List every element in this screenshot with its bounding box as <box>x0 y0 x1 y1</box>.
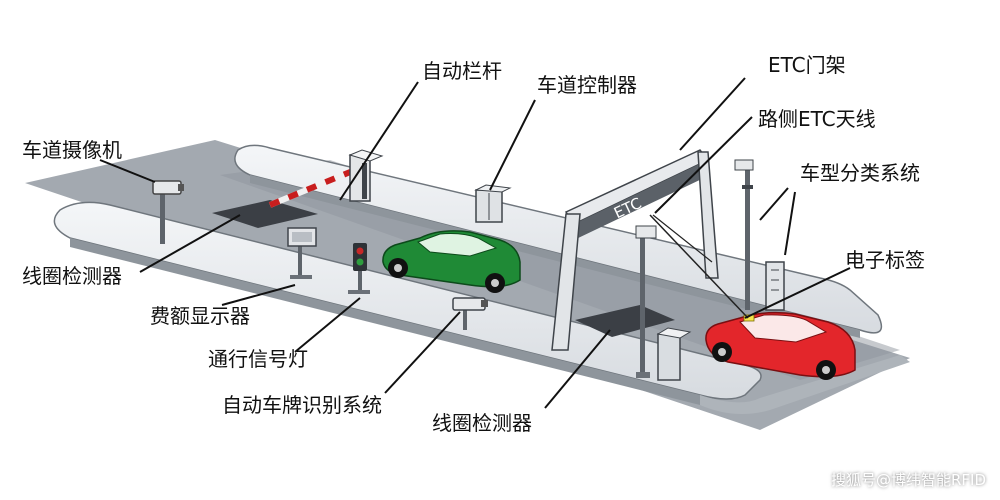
label-etc-gantry: ETC门架 <box>768 53 846 77</box>
label-lane-camera: 车道摄像机 <box>22 138 122 162</box>
watermark: 搜狐号@博纬智能RFID <box>830 471 986 489</box>
label-plate-recognition: 自动车牌识别系统 <box>222 393 382 417</box>
lane-camera <box>152 180 184 244</box>
traffic-signal-light <box>348 243 370 294</box>
near-island-side <box>70 238 700 405</box>
label-traffic-light: 通行信号灯 <box>208 347 308 371</box>
label-roadside-antenna: 路侧ETC天线 <box>758 107 876 131</box>
exit-booth <box>656 327 692 381</box>
label-loop-detector-left: 线圈检测器 <box>22 264 122 288</box>
plate-recognition-camera <box>452 297 488 330</box>
label-auto-barrier: 自动栏杆 <box>422 59 502 83</box>
leader-lines <box>99 77 851 409</box>
label-fee-display: 费额显示器 <box>150 304 250 328</box>
lane-controller-cabinet <box>474 184 512 223</box>
etc-gantry: ETC <box>551 149 719 351</box>
label-electronic-tag: 电子标签 <box>845 248 925 272</box>
classification-light-curtain <box>765 261 785 311</box>
near-island <box>53 201 762 400</box>
loop-detector-pad-2 <box>575 305 675 337</box>
roadside-antenna <box>635 225 657 378</box>
near-island-tail <box>700 355 910 414</box>
label-lane-controller: 车道控制器 <box>537 73 637 97</box>
auto-barrier <box>268 149 384 208</box>
far-island <box>234 144 883 334</box>
far-island-side <box>250 175 860 338</box>
fee-display <box>287 227 317 279</box>
antenna-beams <box>649 214 749 319</box>
vehicle-classification-poles <box>734 159 754 310</box>
label-loop-detector-bottom: 线圈检测器 <box>432 411 532 435</box>
green-car <box>382 230 521 293</box>
loop-detector-pad-1 <box>212 200 318 228</box>
red-car <box>705 311 856 380</box>
label-vehicle-classification: 车型分类系统 <box>800 161 920 185</box>
